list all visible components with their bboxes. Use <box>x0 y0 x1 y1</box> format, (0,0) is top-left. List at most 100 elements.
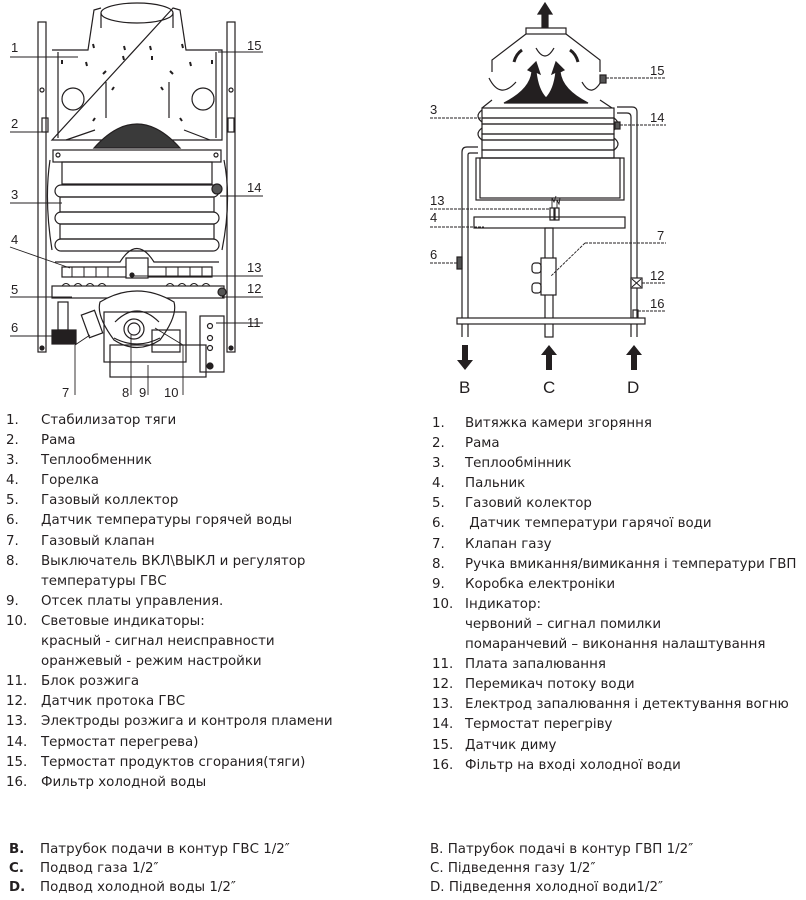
legend-item: 16. Фильтр холодной воды <box>6 773 406 793</box>
legend-item: 4. Пальник <box>432 474 806 494</box>
connection-item: C. Подвод газа 1/2″ <box>9 859 290 878</box>
legend-item: 4. Горелка <box>6 471 406 491</box>
legend-item: 7. Газовый клапан <box>6 532 406 552</box>
item-number: 11. <box>432 657 454 673</box>
item-text: Рама <box>465 436 500 452</box>
legend-item: 9.Отсек платы управления. <box>6 592 406 612</box>
connection-text: Подвод газа 1/2″ <box>40 861 159 876</box>
item-number: 7. <box>6 533 19 549</box>
callout-3: 3 <box>430 102 437 117</box>
temperature-knob <box>123 318 145 340</box>
item-number: 5. <box>6 493 19 509</box>
legend-item: 11. Плата запалювання <box>432 655 806 675</box>
item-number: 1. <box>432 416 445 431</box>
outlet-arrow-b <box>457 345 473 370</box>
overheat-thermostat <box>211 183 223 195</box>
hot-water-pipe <box>461 146 478 337</box>
connection-letter: B. <box>9 842 25 857</box>
connection-letter: D. <box>9 880 26 895</box>
legend-item: 6.Датчик температуры горячей воды <box>6 511 406 531</box>
item-number: 16. <box>6 774 28 790</box>
legend-item: 14.Термостат перегрева) <box>6 733 406 753</box>
port-label-d: D <box>627 378 639 397</box>
connection-item: B. Патрубок подачі в контур ГВП 1/2″ <box>430 842 694 857</box>
connection-text: Подвод холодной воды 1/2″ <box>40 880 236 895</box>
item-text: Газовий колектор <box>465 496 592 512</box>
item-number: 13. <box>432 697 454 713</box>
draft-hood-outline <box>491 33 601 72</box>
callout-14: 14 <box>247 180 261 195</box>
item-text: Датчик диму <box>465 737 557 753</box>
exhaust-arrow <box>536 1 554 28</box>
item-text: Газовый коллектор <box>41 493 179 509</box>
hot-water-temp-sensor <box>456 256 463 270</box>
item-text: Витяжка камери згоряння <box>465 416 652 431</box>
inlet-arrow-c <box>541 345 557 370</box>
legend-item: 12.Датчик протока ГВС <box>6 692 406 712</box>
item-text: Електрод запалювання і детектування вогн… <box>465 697 789 713</box>
legend-item: 16.Фільтр на вході холодної води <box>432 756 806 776</box>
item-number: 13. <box>6 714 28 730</box>
item-text: Термостат перегріву <box>465 717 613 733</box>
item-text: Фильтр холодной воды <box>41 774 207 790</box>
legend-item: 1. Витяжка камери згоряння <box>432 414 806 434</box>
item-text: Датчик температури гарячої води <box>465 516 712 532</box>
item-number: 3. <box>6 453 19 469</box>
item-text: Пальник <box>465 476 526 492</box>
hot-water-temp-sensor <box>51 329 77 345</box>
cold-water-pipe <box>617 106 638 337</box>
callout-9: 9 <box>139 385 146 400</box>
item-number: 10. <box>6 613 28 629</box>
callout-8: 8 <box>122 385 129 400</box>
water-heater-front-diagram: 1 2 3 4 5 6 7 8 9 10 11 12 13 14 15 <box>9 2 263 400</box>
callout-4: 4 <box>430 210 437 225</box>
callout-15: 15 <box>247 38 261 53</box>
smoke-sensor <box>599 74 607 84</box>
item-number: 12. <box>432 677 454 693</box>
item-number: 4. <box>432 476 445 492</box>
item-number: 2. <box>6 433 19 449</box>
item-text: Фільтр на вході холодної води <box>465 757 681 773</box>
legend-item: 9. Коробка електроніки <box>432 575 806 595</box>
item-number: 3. <box>432 456 445 472</box>
item-text: Плата запалювання <box>465 657 606 673</box>
item-number: 11. <box>6 674 28 690</box>
connection-letter: C. <box>9 861 24 876</box>
item-text: Газовый клапан <box>41 533 155 549</box>
item-text: Клапан газу <box>465 536 552 552</box>
item-text: Перемикач потоку води <box>465 677 635 693</box>
inlet-arrow-d <box>626 345 642 370</box>
item-number: 14. <box>432 717 454 733</box>
flue-gas-flow <box>503 60 589 104</box>
item-text: Коробка електроніки <box>465 576 616 592</box>
callout-16: 16 <box>650 296 664 311</box>
legend-item: 13. Електрод запалювання і детектування в… <box>432 695 806 715</box>
port-label-c: C <box>543 378 555 397</box>
item-number: 4. <box>6 473 19 489</box>
gas-valve <box>540 257 557 296</box>
connections-ukrainian: B. Патрубок подачі в контур ГВП 1/2″ C. … <box>430 840 693 897</box>
item-number: 5. <box>432 496 445 512</box>
callout-13: 13 <box>247 260 261 275</box>
item-number: 9. <box>432 576 445 592</box>
legend-russian: 1.Стабилизатор тяги 2.Рама 3.Теплообменн… <box>6 411 406 793</box>
callout-12: 12 <box>247 281 261 296</box>
legend-item: 6. Датчик температури гарячої води <box>432 514 806 534</box>
legend-item: 2.Рама <box>6 431 406 451</box>
legend-item-continuation: красный - сигнал неисправности <box>41 634 275 650</box>
item-text: Выключатель ВКЛ\ВЫКЛ и регулятор <box>41 553 306 569</box>
callout-6: 6 <box>11 320 18 335</box>
legend-item: 11.Блок розжига <box>6 672 406 692</box>
connection-item: C. Підведення газу 1/2″ <box>430 861 596 876</box>
item-number: 7. <box>432 536 445 552</box>
legend-item: 10.Індикатор: <box>432 595 806 615</box>
overheat-thermostat <box>614 121 621 130</box>
item-number: 6. <box>432 516 445 532</box>
legend-item: 8.Ручка вмикання/вимикання і температури… <box>432 555 806 575</box>
item-text: Световые индикаторы: <box>41 613 205 629</box>
item-text: Горелка <box>41 473 99 489</box>
legend-item-continuation: червоний – сигнал помилки <box>465 616 662 632</box>
item-text: Стабилизатор тяги <box>41 413 177 428</box>
legend-item: 1.Стабилизатор тяги <box>6 411 406 431</box>
heat-exchanger <box>46 159 229 252</box>
